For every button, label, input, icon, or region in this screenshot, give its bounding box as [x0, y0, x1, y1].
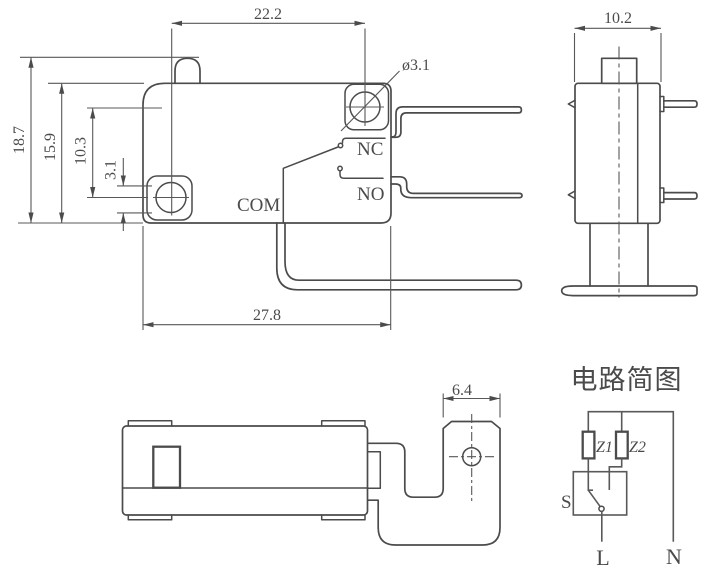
terminal-com-inner	[284, 222, 300, 282]
side-barb-top	[567, 99, 576, 109]
bent-terminal-outline	[367, 420, 501, 546]
tab-top-left	[127, 420, 173, 427]
side-view: 10.2	[560, 10, 698, 298]
resistor-z1	[581, 430, 596, 460]
side-terminal-bottom	[662, 191, 698, 200]
s-label: S	[561, 492, 572, 513]
no-fixed-contact	[339, 170, 384, 180]
no-label: NO	[357, 184, 384, 205]
plunger-window	[152, 445, 182, 489]
dim-side-width: 10.2	[604, 10, 632, 27]
switch-arm	[587, 489, 601, 507]
com-arm	[282, 146, 339, 224]
tab-bottom-right	[320, 514, 366, 521]
no-contact-dot	[337, 165, 343, 172]
terminal-neck	[367, 451, 382, 490]
side-barb-bottom	[567, 190, 576, 200]
side-body	[574, 82, 661, 225]
wire-z2-to-switch	[608, 458, 623, 490]
dim-height-body: 15.9	[42, 133, 59, 161]
wire-z1-to-switch	[587, 458, 593, 491]
side-terminal-step-top	[659, 95, 665, 113]
tab-bottom-left	[127, 514, 173, 521]
dim-terminal-width: 6.4	[452, 382, 472, 399]
dim-hole-small: 3.1	[103, 160, 120, 180]
l-label: L	[596, 545, 609, 570]
bottom-dimensions: 6.4	[442, 382, 501, 418]
switch-body-outline	[142, 82, 392, 224]
front-view: NC NO COM 22.2 18.7 15.9	[11, 6, 523, 330]
dim-height-outer: 18.7	[11, 126, 28, 154]
contact-mechanism: NC NO COM	[237, 137, 386, 224]
terminal-no-blade	[390, 175, 523, 199]
com-label: COM	[237, 195, 280, 216]
side-terminal-step-bottom	[659, 187, 665, 204]
dim-bottom-width: 27.8	[253, 307, 281, 324]
dim-top-width: 22.2	[254, 6, 282, 23]
dim-hole-dia: ø3.1	[402, 57, 430, 74]
nc-fixed-contact	[341, 137, 386, 144]
switch-box	[572, 470, 628, 516]
side-terminal-top	[662, 99, 698, 109]
mount-boss-top-right	[344, 83, 390, 131]
bottom-view: 6.4	[121, 382, 501, 546]
n-label: N	[666, 544, 682, 569]
circuit-diagram: 电路简图 Z1 Z2 S L N	[561, 365, 683, 570]
terminal-com-outer	[275, 222, 523, 291]
tab-top-right	[320, 420, 366, 427]
dim-hole-vspacing: 10.3	[73, 137, 90, 165]
z2-label: Z2	[629, 439, 646, 456]
switch-contact-dot	[598, 505, 605, 513]
side-com-blade	[560, 285, 698, 297]
resistor-z2	[614, 430, 629, 460]
front-dimensions: 22.2 18.7 15.9 10.3 3.1 27.8	[11, 6, 430, 330]
bottom-body	[121, 425, 369, 516]
nc-label: NC	[357, 139, 383, 160]
nc-contact-dot	[337, 142, 344, 149]
circuit-title: 电路简图	[571, 365, 683, 395]
plunger-dome	[174, 57, 201, 85]
wire-top	[587, 410, 675, 542]
z1-label: Z1	[596, 439, 613, 456]
terminal-nc-blade	[390, 106, 523, 139]
side-dimensions: 10.2	[573, 10, 662, 82]
